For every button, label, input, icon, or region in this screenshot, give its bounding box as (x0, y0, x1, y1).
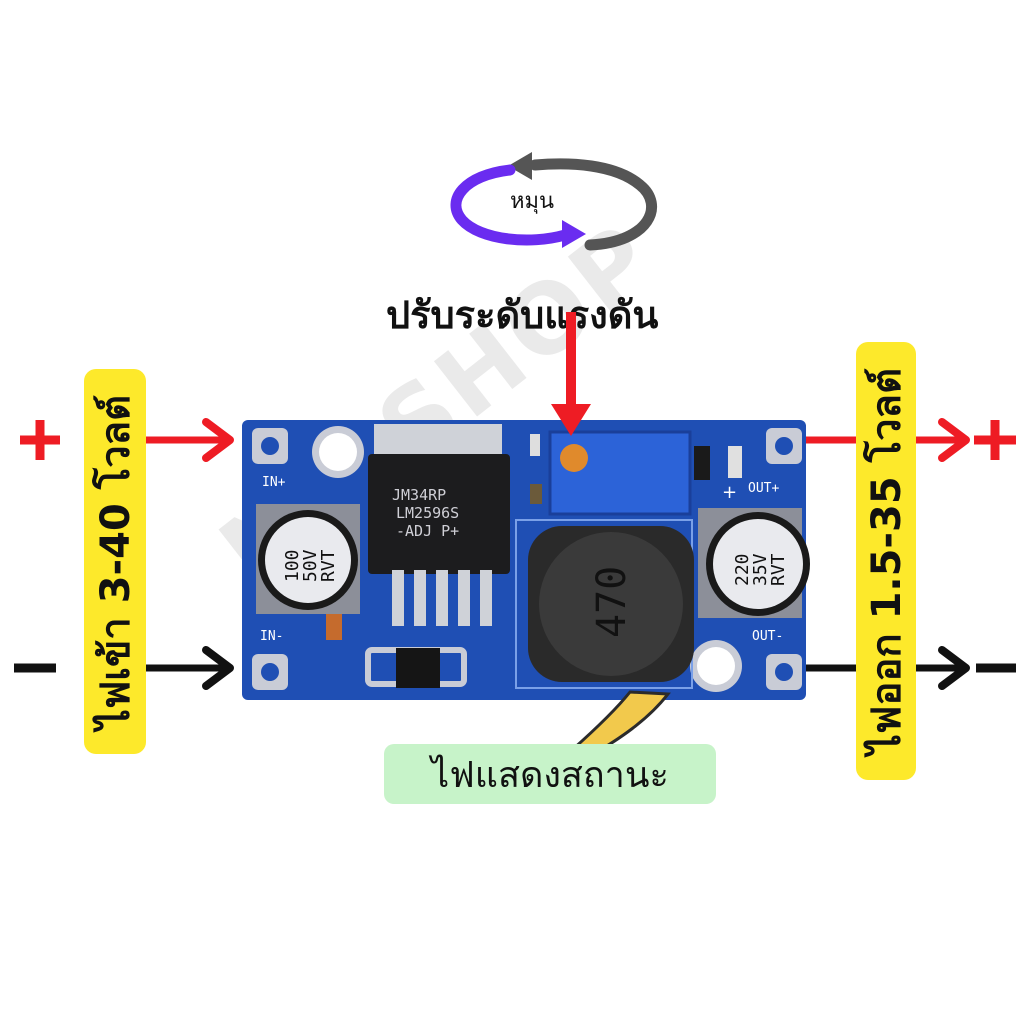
pot-screw (560, 444, 588, 472)
output-voltage-text: ไฟออก 1.5-35 โวลต์ (864, 367, 910, 755)
chip-line3: -ADJ P+ (396, 522, 459, 540)
rotate-arrows-icon (450, 152, 657, 251)
cap-out-line2: 35V (750, 553, 771, 586)
out-plus-label: OUT+ (748, 481, 779, 496)
adjust-voltage-label: ปรับระดับแรงดัน (386, 293, 659, 337)
chip-tab (374, 424, 502, 458)
status-light-label: ไฟแสดงสถานะ (384, 744, 716, 804)
inductor-label: 470 (589, 566, 635, 638)
out-minus-label: OUT- (752, 629, 783, 644)
out-plus-mark: + (722, 482, 737, 503)
chip-pins (392, 570, 492, 626)
lm2596-board: IN+ IN- OUT+ OUT- + 100 50V RVT JM34RP L… (242, 420, 810, 700)
smd-part-5 (728, 446, 742, 478)
in-minus-label: IN- (260, 629, 283, 644)
adjust-arrow (551, 312, 591, 436)
input-voltage-label: ไฟเข้า 3-40 โวลต์ (84, 369, 146, 754)
rotate-label: หมุน (510, 189, 555, 214)
jumper (396, 648, 440, 688)
smd-part-4 (694, 446, 710, 480)
chip-line1: JM34RP (392, 486, 446, 504)
smd-part-2 (530, 484, 542, 504)
cap-out-line1: 220 (732, 553, 753, 586)
smd-part-3 (326, 614, 342, 640)
lm2596-chip (368, 454, 510, 574)
cap-in-line3: RVT (318, 549, 339, 582)
cap-in-line2: 50V (300, 549, 321, 582)
chip-line2: LM2596S (396, 504, 459, 522)
cap-in-line1: 100 (282, 549, 303, 582)
in-plus-label: IN+ (262, 475, 286, 490)
input-voltage-text: ไฟเข้า 3-40 โวลต์ (93, 394, 139, 729)
cap-out-line3: RVT (768, 553, 789, 586)
output-voltage-label: ไฟออก 1.5-35 โวลต์ (856, 342, 916, 780)
smd-part-1 (530, 434, 540, 456)
